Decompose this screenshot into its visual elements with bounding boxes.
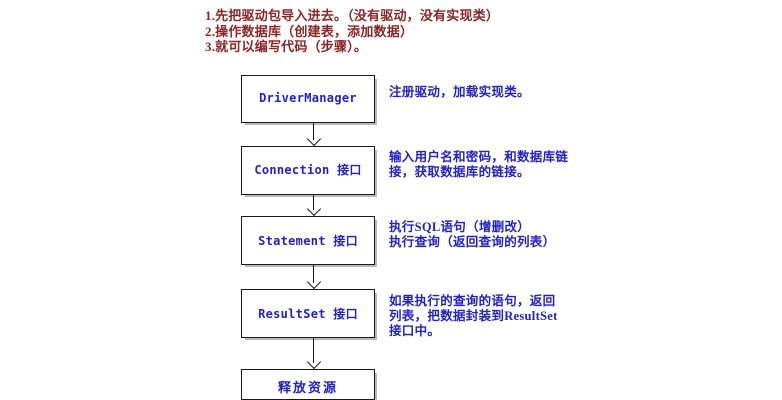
flow-node-statement: Statement 接口	[241, 216, 375, 265]
note-line-3: 3.就可以编写代码（步骤）。	[205, 39, 368, 54]
flow-arrow-connection-to-statement	[306, 195, 322, 217]
annotation-line: 执行查询（返回查询的列表）	[389, 235, 556, 249]
note-line-1: 1.先把驱动包导入进去。（没有驱动，没有实现类）	[205, 8, 500, 23]
annotation-line: 执行SQL语句（增删改）	[389, 220, 531, 234]
instruction-notes: 1.先把驱动包导入进去。（没有驱动，没有实现类） 2.操作数据库（创建表，添加数…	[205, 8, 499, 55]
flow-node-drivermanager: DriverManager	[241, 75, 375, 123]
flow-arrow-resultset-to-release	[306, 338, 322, 370]
arrow-shaft	[313, 123, 314, 140]
annotation-line: 输入用户名和密码，和数据库链	[389, 150, 569, 164]
flow-node-release-resources: 释放资源	[241, 369, 375, 400]
flow-node-resultset: ResultSet 接口	[241, 289, 375, 338]
note-line-2: 2.操作数据库（创建表，添加数据）	[205, 23, 414, 39]
flow-node-connection: Connection 接口	[241, 146, 375, 195]
arrow-shaft	[313, 195, 314, 210]
flow-arrow-drivermanager-to-connection	[306, 123, 322, 147]
flow-node-label: Connection 接口	[254, 163, 362, 177]
annotation-line: 接口中。	[389, 324, 441, 338]
flow-node-label: Statement 接口	[258, 234, 358, 248]
arrow-head-icon	[306, 354, 322, 370]
annotation-statement: 执行SQL语句（增删改） 执行查询（返回查询的列表）	[389, 220, 555, 250]
annotation-line: 注册驱动，加载实现类。	[389, 85, 530, 99]
annotation-resultset: 如果执行的查询的语句，返回 列表，把数据封装到ResultSet 接口中。	[389, 294, 558, 339]
arrow-shaft	[313, 265, 314, 283]
arrow-head-icon	[306, 131, 322, 147]
annotation-drivermanager: 注册驱动，加载实现类。	[389, 85, 530, 100]
annotation-line: 列表，把数据封装到ResultSet	[389, 309, 558, 323]
annotation-line: 接，获取数据库的链接。	[389, 165, 530, 179]
arrow-head-icon	[306, 201, 322, 217]
flow-node-label: ResultSet 接口	[258, 307, 358, 321]
arrow-head-icon	[306, 274, 322, 290]
arrow-shaft	[313, 338, 314, 363]
flow-arrow-statement-to-resultset	[306, 265, 322, 290]
annotation-connection: 输入用户名和密码，和数据库链 接，获取数据库的链接。	[389, 150, 568, 180]
flow-node-label: 释放资源	[277, 380, 338, 395]
annotation-line: 如果执行的查询的语句，返回	[389, 294, 556, 308]
flow-node-label: DriverManager	[259, 91, 357, 105]
